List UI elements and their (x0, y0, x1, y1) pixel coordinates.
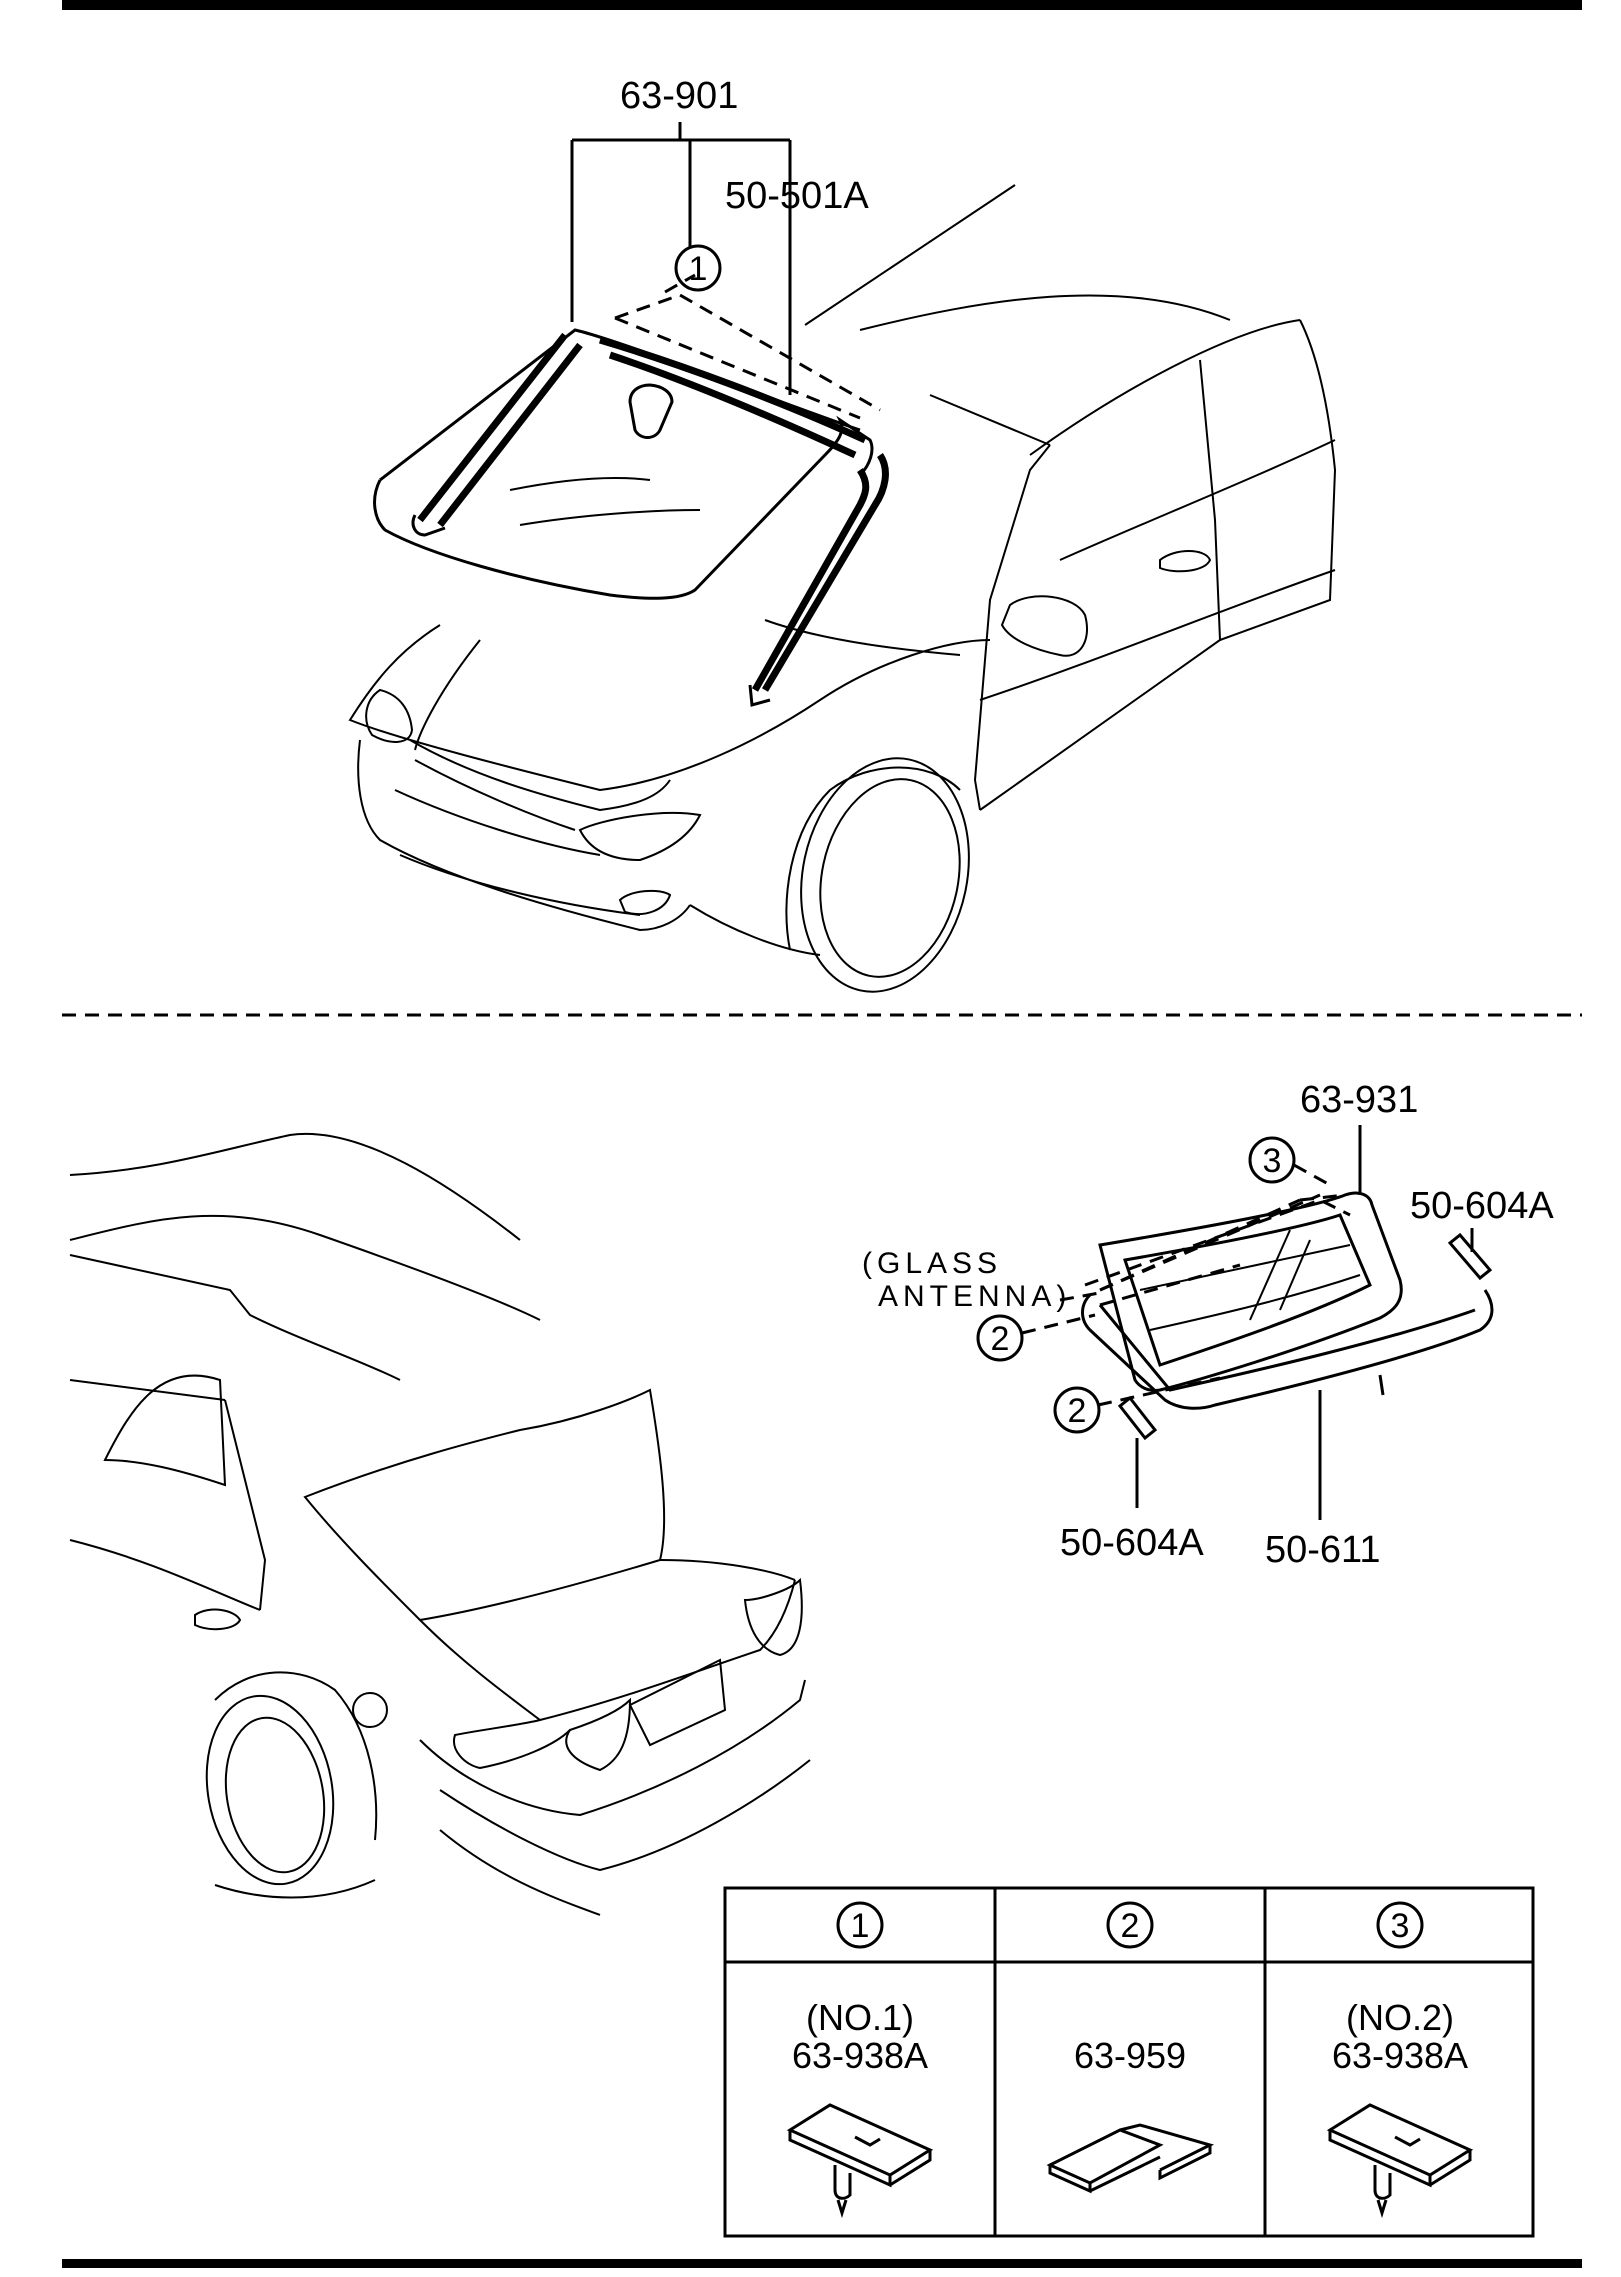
clip-table-border (723, 1886, 1535, 2238)
glass-antenna-line2: ANTENNA) (878, 1280, 1071, 1313)
clip-table: 1 (NO.1) 63-938A 2 63-959 3 (NO.2) 63-93… (723, 1886, 1535, 2238)
callout-circle-2-upper (976, 1314, 1024, 1362)
callout-circle-1 (674, 244, 722, 292)
front-car-illustration (348, 184, 1337, 993)
callout-circle-2-upper-text: 2 (991, 1320, 1010, 1358)
clip-no1-icon (786, 2103, 934, 2219)
callout-circle-3 (1248, 1136, 1296, 1184)
callout-circle-3-text: 3 (1263, 1142, 1282, 1180)
table-part-2: 63-959 (1074, 2035, 1186, 2076)
table-variant-1: (NO.1) (806, 1997, 914, 2038)
table-part-1: 63-938A (792, 2035, 928, 2076)
rear-window-assembly (1021, 1191, 1494, 1441)
table-ref-2: 2 (1121, 1907, 1140, 1945)
label-50-611: 50-611 (1265, 1529, 1381, 1571)
leader-63-901 (570, 122, 792, 395)
leader-glass-antenna (1059, 1290, 1106, 1302)
leader-circle-3 (1293, 1163, 1331, 1187)
table-circle-1 (836, 1901, 884, 1949)
table-circle-2 (1106, 1901, 1154, 1949)
rear-car-illustration (69, 1132, 811, 1916)
callout-circle-1-text: 1 (689, 250, 708, 288)
clip-no2-icon (1326, 2103, 1474, 2219)
label-50-604A-left: 50-604A (1060, 1522, 1204, 1564)
label-63-931: 63-931 (1300, 1079, 1418, 1121)
callout-circle-2-lower (1053, 1386, 1101, 1434)
label-50-501A: 50-501A (725, 175, 869, 217)
table-variant-3: (NO.2) (1346, 1997, 1454, 2038)
table-ref-3: 3 (1391, 1907, 1410, 1945)
top-border-bar (62, 0, 1582, 10)
table-part-3: 63-938A (1332, 2035, 1468, 2076)
bottom-border-bar (62, 2259, 1582, 2268)
table-ref-1: 1 (851, 1907, 870, 1945)
label-50-604A-right: 50-604A (1410, 1185, 1554, 1227)
clip-63-959-icon (1046, 2123, 1215, 2194)
callout-circle-2-lower-text: 2 (1068, 1392, 1087, 1430)
table-circle-3 (1376, 1901, 1424, 1949)
glass-antenna-line1: (GLASS (862, 1247, 1002, 1280)
label-63-901: 63-901 (620, 75, 738, 117)
